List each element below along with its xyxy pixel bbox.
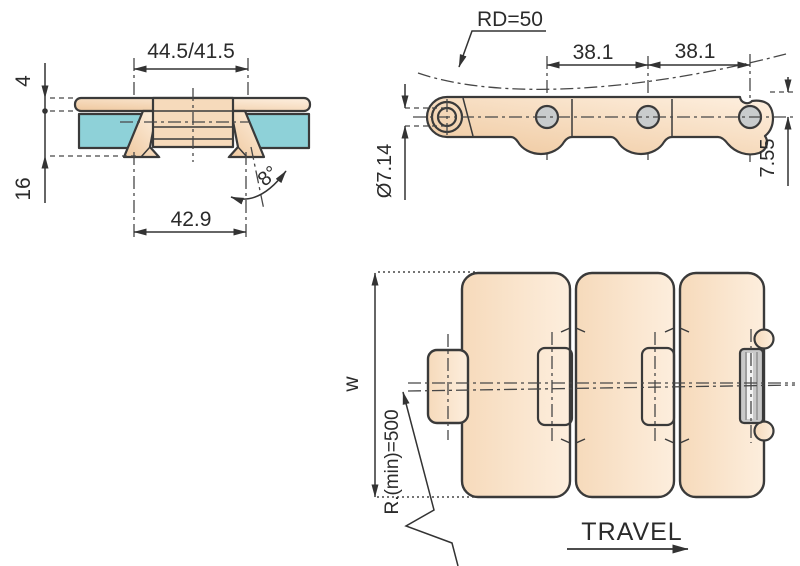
curved-path-center-line [407,384,796,392]
dim-thickness-label: 4 [12,75,35,87]
dim-height-label: 16 [12,177,35,200]
hinge-curl-lobe [753,420,775,442]
edge-notch [679,327,690,444]
dimension-dot-marker [42,108,48,114]
dim-back-radius-label: RD=50 [477,8,543,31]
plan-view: w R.(min)=500 TRAVEL [340,271,796,566]
dim-plate-height-label: 7.55 [757,139,779,178]
dim-pin-diameter-label: Ø7.14 [374,144,396,198]
dim-belt-width-label: w [340,376,363,393]
leg-right-notch [227,145,249,158]
dim-top-width-label: 44.5/41.5 [147,40,235,63]
hinge-slot [536,346,574,427]
side-view: RD=50 38.1 38.1 Ø7.14 7.55 [374,8,796,200]
chain-plate [574,271,676,499]
dim-pitch-right-label: 38.1 [675,40,716,63]
dim-bottom-width-label: 42.9 [171,208,212,231]
dim-angle-label: 8° [254,162,283,191]
hinge-curl-lobe [753,328,775,350]
leader-line-min-radius [402,391,459,566]
edge-notch [560,327,571,444]
dim-pitch-left-label: 38.1 [573,41,614,64]
leg-left-notch [139,145,161,158]
leader-line-back-radius [458,30,546,68]
edge-notch [664,327,675,444]
cross-section-view: 44.5/41.5 4 16 42.9 [12,40,312,240]
travel-label: TRAVEL [581,518,682,546]
chain-plate [460,271,572,499]
dim-min-radius-label: R.(min)=500 [382,409,403,514]
chain-link-silhouette [425,95,775,156]
angle-arc [230,170,287,205]
edge-notch [575,327,586,444]
